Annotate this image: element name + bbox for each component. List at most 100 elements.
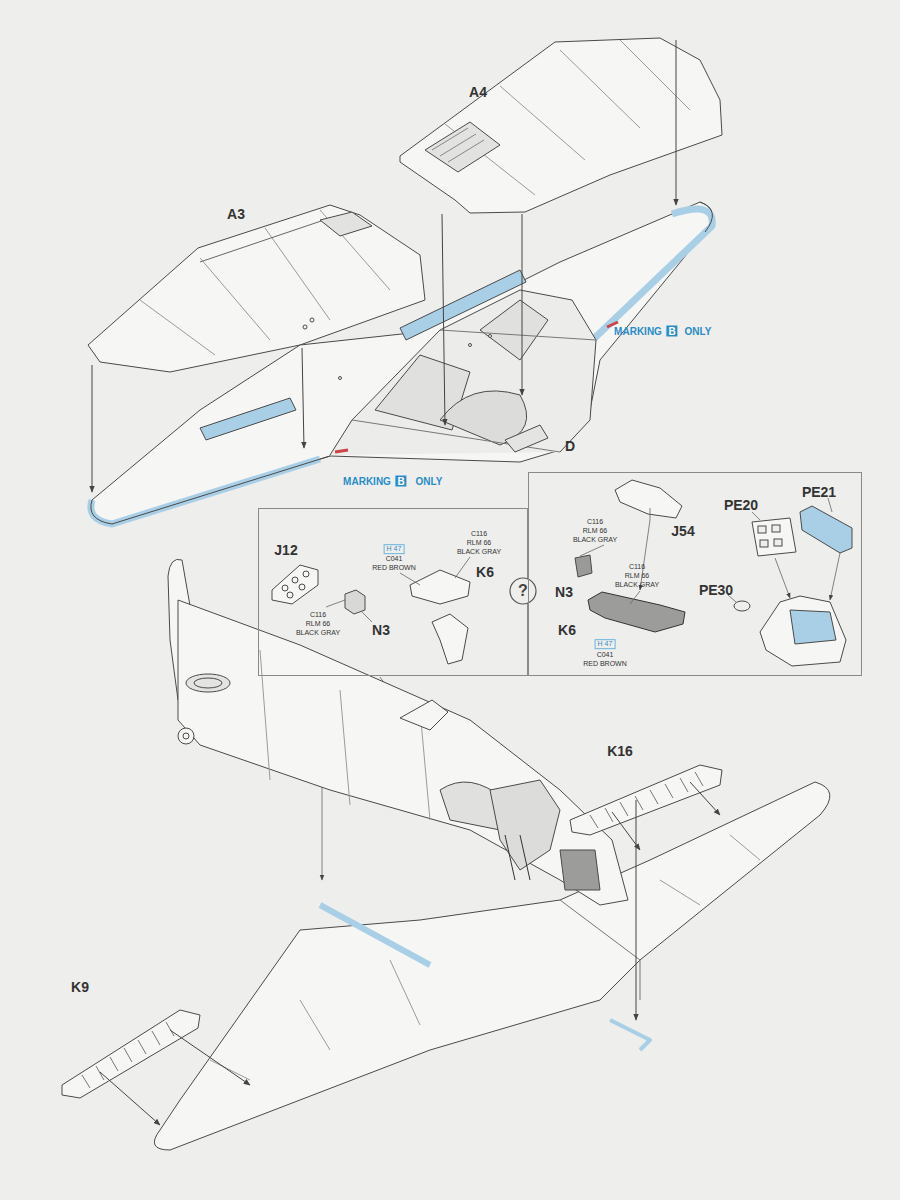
placement-arrows: [170, 1030, 250, 1085]
paint-code: H 47: [595, 639, 616, 649]
part-number: K6: [558, 623, 576, 638]
inset-parts-right: [588, 592, 685, 632]
inset-parts-right: [734, 601, 750, 611]
upper-wing-assembly: [445, 40, 690, 195]
paint-code: BLACK GRAY: [457, 548, 501, 556]
part-number: K16: [607, 744, 633, 759]
part-number: K6: [476, 565, 494, 580]
part-number: PE20: [724, 498, 758, 513]
paint-code: RLM 66: [306, 620, 331, 628]
fuselage-assembly: [320, 905, 430, 965]
radiator-parts: [590, 772, 703, 828]
alternative-circle: ?: [509, 577, 537, 605]
upper-wing-assembly: [91, 202, 713, 524]
paint-code: H 47: [384, 544, 405, 554]
inset-parts-left: [287, 592, 293, 598]
fuselage-assembly: [194, 678, 222, 688]
leader-lines-right: [630, 591, 640, 604]
placement-arrows: [302, 348, 304, 448]
placement-arrows: [522, 214, 523, 395]
paint-code: BLACK GRAY: [615, 581, 659, 589]
paint-code: RED BROWN: [583, 660, 627, 668]
inset-parts-right: [760, 540, 768, 547]
inset-parts-left: [282, 585, 288, 591]
fuselage-assembly: [560, 850, 600, 890]
placement-arrows: [442, 214, 445, 425]
upper-wing-assembly: [400, 38, 722, 213]
inset-parts-right: [752, 518, 796, 556]
placement-arrows: [92, 365, 93, 492]
fuselage-assembly: [610, 1020, 650, 1050]
upper-wing-assembly: [310, 318, 314, 322]
paint-code: C041: [597, 651, 614, 659]
paint-code: C116: [471, 530, 487, 538]
inset-parts-right: [615, 480, 682, 518]
paint-code: BLACK GRAY: [573, 536, 617, 544]
marking-note: ONLY: [685, 326, 712, 337]
part-number: N3: [555, 585, 573, 600]
marking-letter: B: [395, 476, 406, 487]
inset-parts-right: [772, 525, 780, 532]
circle-outline: [510, 578, 536, 604]
detail-inset: J54C116RLM 66BLACK GRAYPE20PE21N3C116RLM…: [528, 472, 862, 676]
inset-parts-left: [432, 614, 468, 664]
part-number: J12: [274, 543, 297, 558]
leader-lines-right: [580, 498, 840, 604]
upper-wing-assembly: [303, 325, 307, 329]
inset-parts-right: [800, 506, 852, 553]
upper-wing-assembly: [489, 335, 492, 338]
upper-wing-assembly: [91, 459, 320, 524]
inset-parts-right: [575, 555, 592, 577]
inset-parts-left: [410, 570, 470, 604]
radiator-parts: [62, 765, 722, 1098]
paint-code: C116: [587, 518, 603, 526]
fuselage-assembly: [505, 835, 530, 880]
inset-parts-left: [345, 590, 365, 614]
fuselage-assembly: [183, 733, 189, 739]
paint-code: C116: [310, 611, 326, 619]
upper-wing-assembly: [335, 450, 348, 452]
part-number: PE21: [802, 485, 836, 500]
radiator-parts: [82, 1022, 174, 1088]
upper-wing-assembly: [432, 128, 484, 162]
upper-wing-assembly: [425, 122, 500, 172]
inset-parts-left: [299, 584, 305, 590]
upper-wing-assembly: [330, 290, 596, 455]
fuselage-assembly: [178, 728, 194, 744]
marking-note: MARKING: [343, 476, 391, 487]
upper-wing-assembly: [339, 377, 342, 380]
part-number: PE30: [699, 583, 733, 598]
leader-lines-right: [775, 558, 790, 598]
placement-arrows: [100, 782, 720, 1125]
alternative-mark: ?: [518, 582, 528, 600]
placement-arrows: [92, 40, 676, 492]
leader-lines-left: [400, 573, 420, 585]
inset-parts-left: [303, 571, 309, 577]
marking-note: ONLY: [416, 476, 443, 487]
upper-wing-assembly: [352, 330, 596, 452]
inset-parts-right: [774, 539, 782, 546]
part-number: J54: [671, 524, 694, 539]
upper-wing-assembly: [469, 344, 472, 347]
upper-wing-assembly: [140, 210, 390, 355]
fuselage-assembly: [154, 559, 830, 1150]
radiator-parts: [570, 765, 722, 835]
part-number: N3: [372, 623, 390, 638]
part-number: A4: [469, 85, 487, 100]
paint-code: BLACK GRAY: [296, 629, 340, 637]
inset-parts-left: [292, 577, 298, 583]
part-number: A3: [227, 207, 245, 222]
fuselage-assembly: [210, 835, 760, 1080]
upper-wing-assembly: [91, 202, 713, 524]
part-number: K9: [71, 980, 89, 995]
inset-parts-right: [760, 596, 846, 666]
fuselage-assembly: [560, 900, 640, 1000]
leader-lines-right: [830, 553, 840, 600]
placement-arrows: [636, 800, 637, 1020]
placement-arrows: [676, 40, 677, 205]
paint-code: RLM 66: [583, 527, 608, 535]
paint-code: C116: [629, 563, 645, 571]
placement-arrows: [690, 782, 720, 815]
